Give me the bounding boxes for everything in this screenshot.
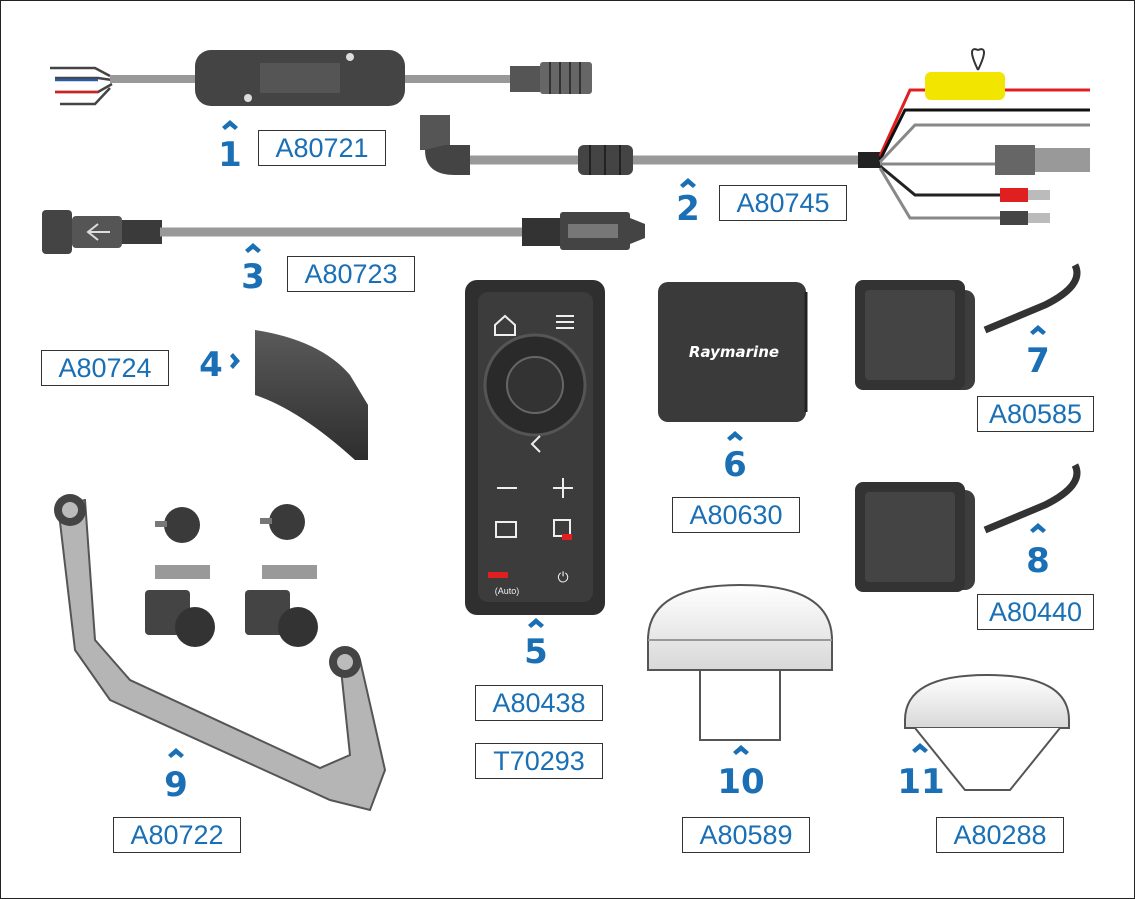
part-code-7: A80585 (977, 396, 1094, 432)
callout-number-7: 7 (1026, 341, 1050, 381)
callout-number-11: 11 (897, 762, 945, 802)
part-code-11: A80288 (936, 817, 1064, 853)
item-9-bracket-kit (54, 494, 387, 812)
part-code-3: A80723 (287, 256, 415, 292)
callout-number-8: 8 (1026, 541, 1050, 581)
callout-number-10: 10 (717, 762, 765, 802)
item-5-remote-keypad: (Auto) ⏻ (465, 280, 605, 615)
item-3-hdmi-cable (42, 210, 645, 254)
callout-number-3: 3 (241, 257, 265, 297)
part-code-9: A80722 (113, 817, 241, 853)
part-code-5: A80438 (475, 685, 603, 721)
part-code-8: A80440 (977, 594, 1094, 630)
part-code-1: A80721 (258, 130, 386, 166)
callout-number-6: 6 (723, 445, 747, 485)
callout-number-2: 2 (676, 189, 700, 229)
item-6-control-module: Raymarine (658, 282, 808, 422)
callout-chevrons (168, 120, 1046, 758)
item-1-interface-cable (50, 50, 592, 106)
item-10-gps-antenna (647, 583, 833, 741)
part-code-10: A80589 (682, 817, 810, 853)
item-2-power-data-cable (420, 48, 1090, 225)
item-11-gps-antenna (904, 673, 1070, 791)
callout-number-1: 1 (218, 135, 242, 175)
item-8-controller (855, 463, 1081, 592)
svg-text:⏻: ⏻ (557, 570, 568, 586)
callout-number-9: 9 (164, 765, 188, 805)
item-4-trim-piece (255, 330, 368, 460)
callout-number-4: 4 (199, 345, 223, 385)
module-logo-text: Raymarine (689, 343, 779, 361)
callout-number-5: 5 (524, 632, 548, 672)
remote-auto-label: (Auto) (495, 586, 520, 596)
part-code-6: A80630 (672, 497, 800, 533)
item-7-controller (855, 263, 1081, 390)
part-code-4: A80724 (41, 350, 169, 386)
part-code-5-alt: T70293 (475, 743, 603, 779)
part-code-2: A80745 (719, 185, 847, 221)
